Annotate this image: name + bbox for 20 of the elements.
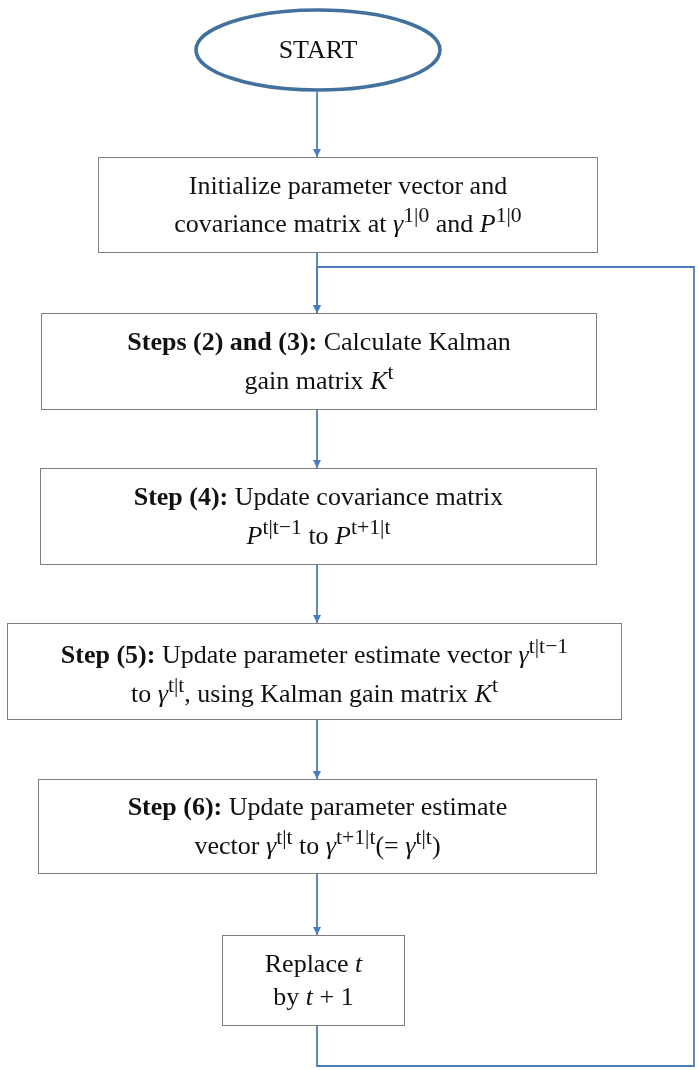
step-text: Step (6): Update parameter estimate vector γ$^{t|t}$ to γ$^{t+1|t}$(= γ$^{t|t}$) — [126, 791, 509, 862]
arrow — [312, 91, 322, 158]
process-box — [40, 468, 597, 565]
step-text: Step (5): Update parameter estimate vector γ$^{t|t−1}$ to γ$^{t|t}$, using Kalman gain matrix K$^{t}$ — [59, 633, 570, 710]
process-box — [222, 935, 405, 1026]
step-text: Replace t by t + 1 — [263, 948, 364, 1013]
step-text: Step (4): Update covariance matrix P$^{t|t−1}$ to P$^{t+1|t}$ — [132, 481, 505, 552]
arrow — [312, 266, 695, 1067]
process-box — [98, 157, 598, 253]
start-label: START — [278, 33, 358, 66]
start-ellipse — [194, 8, 442, 92]
process-box — [7, 623, 622, 720]
arrow — [312, 873, 322, 936]
step-text: Initialize parameter vector and covariance matrix at γ$^{1|0}$ and P$^{1|0}$ — [173, 169, 523, 240]
step-text: Steps (2) and (3): Calculate Kalman gain matrix K$^{t}$ — [126, 326, 512, 397]
arrow — [312, 409, 322, 469]
arrow — [312, 719, 322, 780]
process-box — [41, 313, 597, 410]
process-box — [38, 779, 597, 874]
arrow — [312, 564, 322, 624]
